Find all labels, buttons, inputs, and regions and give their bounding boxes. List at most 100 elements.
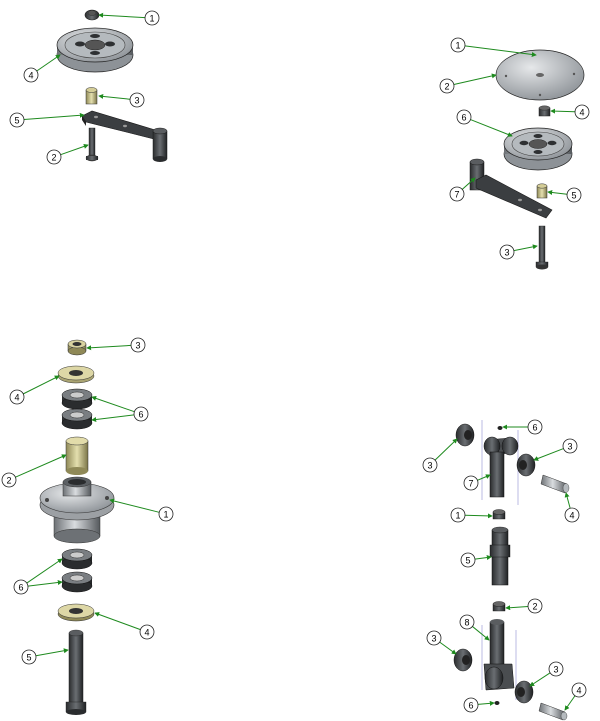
leader-line [86, 344, 132, 351]
roller-part [514, 680, 534, 704]
leader-line [98, 93, 131, 100]
callout-number: 6 [461, 113, 466, 123]
leader-line [470, 119, 513, 137]
callout-balloon [439, 78, 455, 94]
leader-line [564, 492, 571, 509]
leader-line [472, 626, 490, 641]
callout-number: 3 [135, 341, 140, 351]
callout-br-5: 5 [460, 552, 492, 568]
callout-number: 5 [14, 116, 19, 126]
spindle-housing-part [39, 476, 115, 544]
spacer-part [538, 105, 551, 117]
assembly-top-left [56, 9, 168, 162]
callout-balloon [129, 92, 145, 108]
callout-balloon [158, 506, 174, 522]
callout-number: 5 [26, 653, 31, 663]
callout-number: 1 [163, 510, 168, 520]
leader-line [98, 12, 146, 19]
callout-balloon [23, 67, 39, 83]
bearing-part [61, 388, 93, 410]
callout-bl-4a: 4 [9, 375, 60, 405]
callout-br-8: 8 [459, 614, 490, 641]
callout-bl-6a: 6 [91, 396, 149, 422]
callout-balloon [21, 649, 37, 665]
callout-balloon [1, 472, 17, 488]
bearing-part [61, 548, 93, 570]
callout-number: 2 [6, 476, 11, 486]
bushing-part [85, 87, 98, 105]
leader-line [513, 244, 538, 252]
pin-part [538, 702, 568, 721]
callout-tl-2: 2 [46, 144, 89, 165]
pin-part [494, 701, 500, 705]
leader-line [505, 605, 529, 611]
idler-arm-part [469, 158, 553, 219]
callout-balloon [527, 419, 543, 435]
callout-tr-2: 2 [439, 73, 497, 94]
callout-number: 8 [464, 618, 469, 628]
callout-br-6b: 6 [463, 697, 495, 713]
pin-part [497, 426, 503, 430]
roller-part [453, 648, 473, 672]
callout-number: 1 [455, 41, 460, 51]
callout-br-7: 7 [463, 474, 491, 491]
callout-balloon [46, 149, 62, 165]
callout-br-3c: 3 [426, 630, 457, 655]
nut-part [492, 601, 506, 612]
callout-balloon [450, 507, 466, 523]
leader-line [109, 498, 160, 513]
bolt-part [535, 225, 549, 270]
roller-part [516, 453, 536, 477]
callout-number: 3 [134, 96, 139, 106]
leader-line [547, 189, 568, 195]
callout-balloon [548, 661, 564, 677]
leader-line [464, 513, 493, 519]
link-arm-part [483, 619, 515, 691]
callout-br-3a: 3 [422, 438, 458, 473]
callout-bl-2: 2 [1, 454, 67, 488]
leader-line [477, 700, 495, 706]
leader-line [533, 448, 564, 461]
callout-number: 6 [468, 701, 473, 711]
bushing-part [536, 183, 548, 199]
callout-balloon [456, 109, 472, 125]
callout-br-3b: 3 [533, 438, 578, 461]
callout-number: 4 [144, 628, 149, 638]
leader-line [23, 112, 85, 120]
callout-bl-5: 5 [21, 648, 69, 665]
leader-line [91, 396, 135, 413]
callout-number: 3 [553, 665, 558, 675]
callout-br-3d: 3 [529, 661, 564, 687]
callout-bl-4b: 4 [94, 612, 155, 640]
roller-part [455, 423, 475, 447]
callout-tr-7: 7 [449, 177, 476, 202]
callout-balloon [460, 552, 476, 568]
leader-line [453, 73, 497, 85]
callout-number: 7 [468, 479, 473, 489]
callout-number: 3 [567, 442, 572, 452]
callout-number: 5 [465, 556, 470, 566]
leader-line [564, 695, 576, 711]
callout-number: 6 [18, 583, 23, 593]
callout-number: 4 [576, 686, 581, 696]
nut-part [84, 9, 100, 21]
callout-balloon [450, 37, 466, 53]
washer-part [57, 365, 95, 384]
callout-balloon [571, 682, 587, 698]
nut-part [67, 339, 87, 356]
washer-part [57, 603, 95, 622]
callout-balloon [130, 337, 146, 353]
leader-line [439, 641, 457, 655]
callout-tl-4: 4 [23, 54, 61, 83]
callout-number: 4 [569, 511, 574, 521]
callout-br-4a: 4 [564, 492, 580, 523]
callout-balloon [463, 697, 479, 713]
callout-br-6a: 6 [502, 419, 543, 435]
callout-tl-5: 5 [9, 112, 85, 128]
spindle-shaft-part [65, 629, 87, 715]
callout-tr-4: 4 [550, 104, 590, 120]
callout-number: 2 [51, 153, 56, 163]
callout-number: 4 [14, 393, 19, 403]
